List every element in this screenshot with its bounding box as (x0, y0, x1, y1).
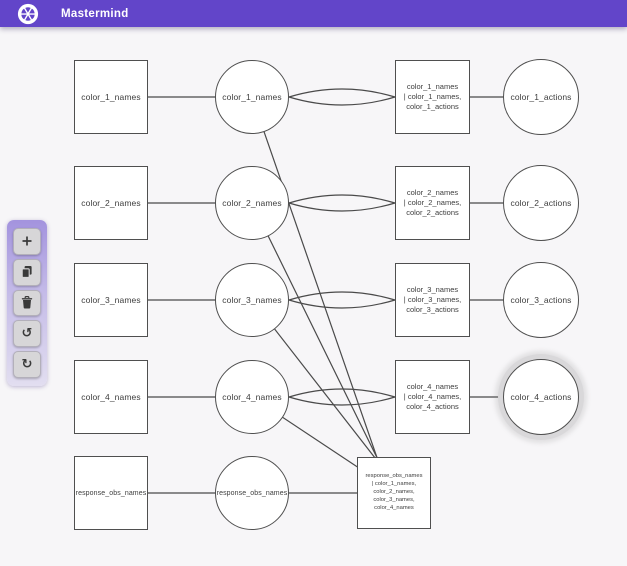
action-node-color-3-actions[interactable]: color_3_actions (503, 262, 579, 338)
add-node-button[interactable] (13, 228, 41, 255)
duplicate-button[interactable] (13, 258, 41, 286)
factor-node-color-4[interactable]: color_4_names| color_4_names,color_4_act… (395, 360, 470, 434)
factor-node-color-3[interactable]: color_3_names| color_3_names,color_3_act… (395, 263, 470, 337)
app-header: Mastermind (0, 0, 627, 27)
obs-box-color-1-names[interactable]: color_1_names (74, 60, 148, 134)
undo-icon: ↺ (21, 326, 33, 342)
undo-button[interactable]: ↺ (13, 320, 41, 348)
trash-icon (21, 295, 33, 309)
redo-icon: ↻ (21, 357, 33, 373)
copy-icon (21, 266, 32, 279)
plus-icon (22, 236, 32, 246)
chance-node-color-1-names[interactable]: color_1_names (215, 60, 289, 134)
graph-toolbar: ↺ ↻ (7, 220, 47, 386)
factor-node-response-obs[interactable]: response_obs_names | color_1_names, colo… (357, 457, 431, 529)
factor-node-color-2[interactable]: color_2_names| color_2_names,color_2_act… (395, 166, 470, 240)
obs-box-response-obs-names[interactable]: response_obs_names (74, 456, 148, 530)
segmented-wheel-logo-icon (17, 3, 39, 24)
action-node-color-4-actions[interactable]: color_4_actions (503, 359, 579, 435)
obs-box-color-2-names[interactable]: color_2_names (74, 166, 148, 240)
redo-button[interactable]: ↻ (13, 351, 41, 378)
obs-box-color-3-names[interactable]: color_3_names (74, 263, 148, 337)
action-node-color-1-actions[interactable]: color_1_actions (503, 59, 579, 135)
delete-button[interactable] (13, 289, 41, 317)
app-title: Mastermind (61, 7, 129, 20)
factor-node-color-1[interactable]: color_1_names| color_1_names,color_1_act… (395, 60, 470, 134)
chance-node-response-obs-names[interactable]: response_obs_names (215, 456, 289, 530)
chance-node-color-3-names[interactable]: color_3_names (215, 263, 289, 337)
obs-box-color-4-names[interactable]: color_4_names (74, 360, 148, 434)
chance-node-color-2-names[interactable]: color_2_names (215, 166, 289, 240)
chance-node-color-4-names[interactable]: color_4_names (215, 360, 289, 434)
action-node-color-2-actions[interactable]: color_2_actions (503, 165, 579, 241)
